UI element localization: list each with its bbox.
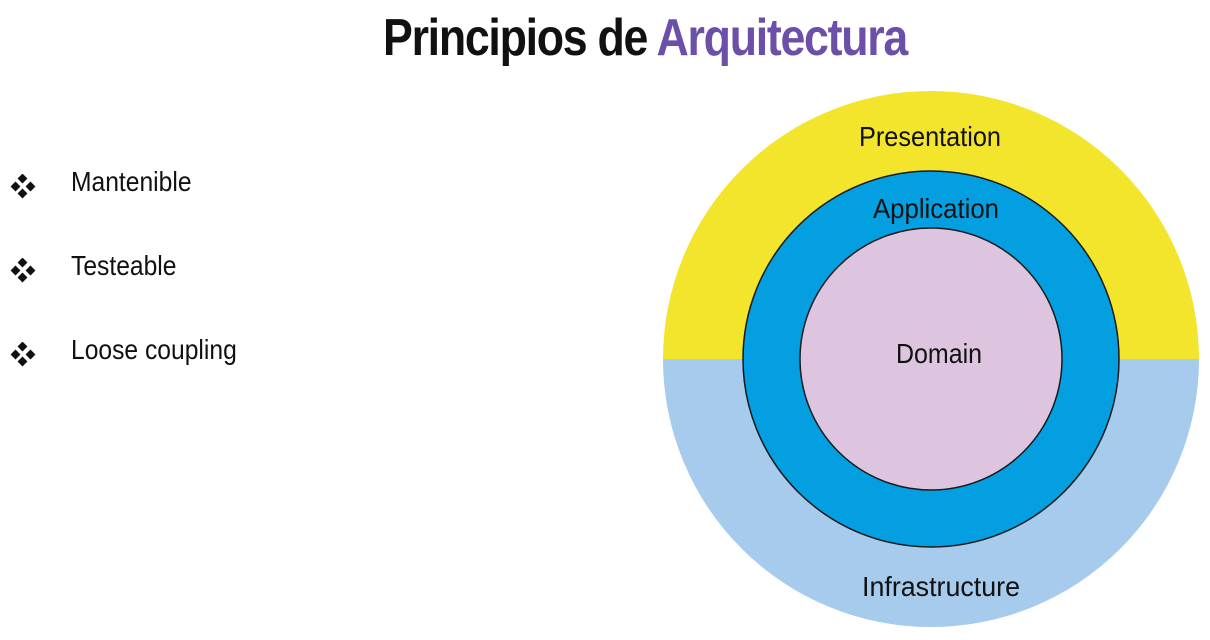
diamond-bullet-icon — [10, 174, 36, 199]
application-label: Application — [873, 193, 999, 224]
presentation-label: Presentation — [859, 121, 1001, 152]
title-accent: Arquitectura — [656, 9, 909, 67]
domain-layer — [799, 227, 1063, 491]
infrastructure-label: Infrastructure — [862, 571, 1020, 602]
diamond-bullet-icon — [10, 258, 36, 283]
onion-architecture-diagram: Presentation Application Domain Infrastr… — [660, 88, 1202, 630]
diamond-bullet-icon — [10, 342, 36, 367]
domain-label: Domain — [896, 338, 982, 369]
page-title: Principios de Arquitectura — [90, 8, 1199, 68]
title-prefix: Principios de — [383, 9, 657, 67]
bullet-label: Mantenible — [71, 166, 192, 197]
bullet-label: Loose coupling — [71, 334, 237, 365]
bullet-label: Testeable — [71, 250, 177, 281]
